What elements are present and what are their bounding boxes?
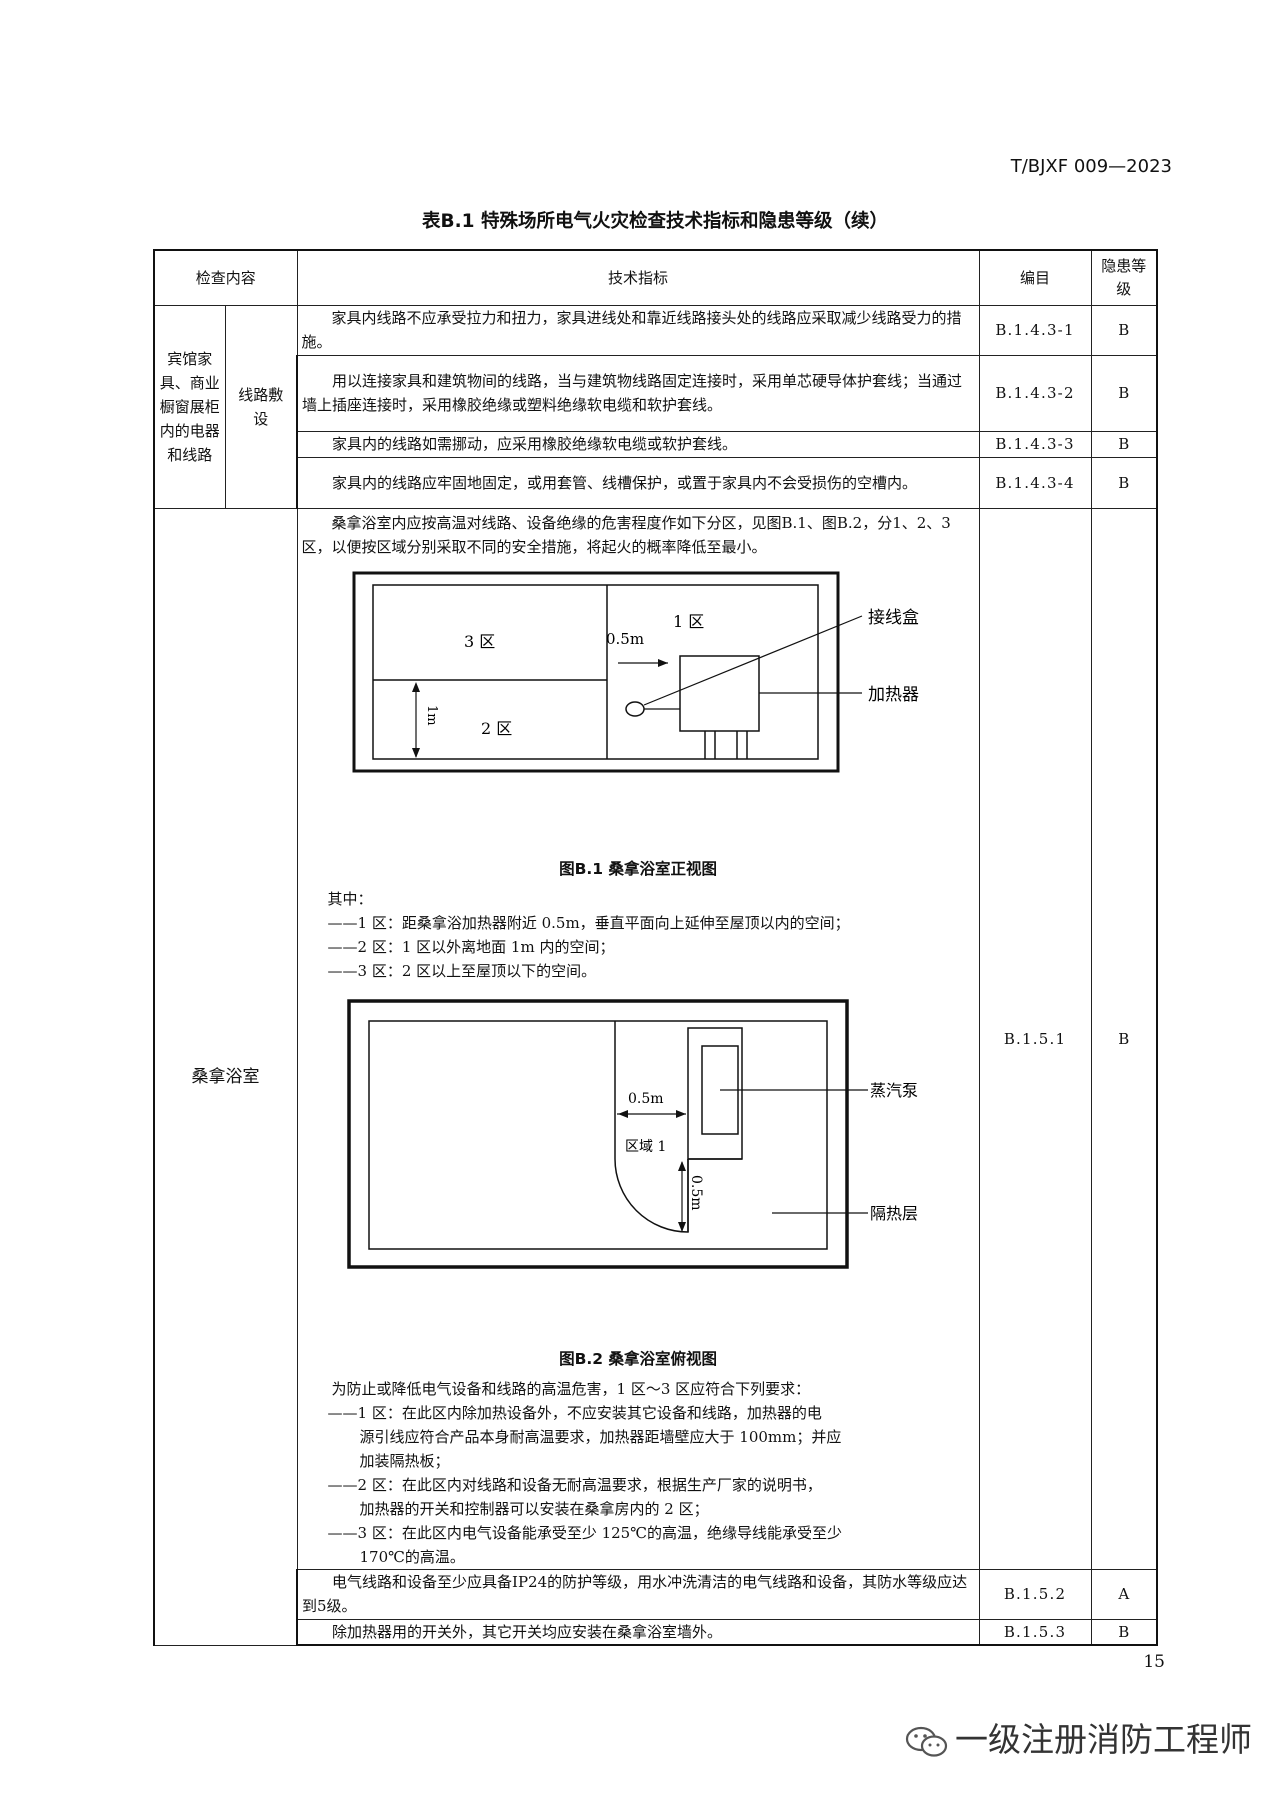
figure-b1: 1m 0.5m 1 区 3 区 2 区 接线盒 xyxy=(302,559,975,851)
subcategory-cell: 线路敷设 xyxy=(224,304,298,509)
table-row: 家具内的线路应牢固地固定，或用套管、线槽保护，或置于家具内不会受损伤的空槽内。 … xyxy=(154,456,1159,509)
page-number: 15 xyxy=(1143,1652,1165,1672)
steam-pump-label: 蒸汽泵 xyxy=(870,1081,918,1100)
col-header-content: 检查内容 xyxy=(152,249,298,306)
figure-b2-caption: 图B.2 桑拿浴室俯视图 xyxy=(559,1349,717,1368)
code-cell: B.1.4.3-3 xyxy=(978,430,1092,458)
indicator-cell: 用以连接家具和建筑物间的线路，当与建筑物线路固定连接时，采用单芯硬导体护套线；当… xyxy=(296,354,980,432)
table-row: 电气线路和设备至少应具备IP24的防护等级，用水冲洗清洁的电气线路和设备，其防水… xyxy=(154,1568,1159,1620)
code-cell: B.1.4.3-1 xyxy=(978,304,1092,356)
code-cell: B.1.4.3-4 xyxy=(978,456,1092,509)
indicator-cell: 家具内的线路应牢固地固定，或用套管、线槽保护，或置于家具内不会受损伤的空槽内。 xyxy=(296,456,980,509)
sauna-front-view-diagram: 1m 0.5m 1 区 3 区 2 区 接线盒 xyxy=(352,571,919,772)
level-cell: B xyxy=(1090,304,1159,356)
height-label: 1m xyxy=(424,705,439,726)
note-item: ——3 区：2 区以上至屋顶以下的空间。 xyxy=(327,961,597,980)
spec-table: 检查内容 技术指标 编目 隐患等级 宾馆家具、商业橱窗展柜内的电器和线路 线路敷… xyxy=(152,249,1159,1646)
figure-b1-caption: 图B.1 桑拿浴室正视图 xyxy=(559,859,717,878)
requirement-line: 加热器的开关和控制器可以安装在桑拿房内的 2 区； xyxy=(359,1499,709,1518)
indicator-cell: 除加热器用的开关外，其它开关均应安装在桑拿浴室墙外。 xyxy=(296,1618,980,1646)
zone3-label: 3 区 xyxy=(464,632,495,651)
indicator-cell: 电气线路和设备至少应具备IP24的防护等级，用水冲洗清洁的电气线路和设备，其防水… xyxy=(296,1568,980,1620)
distance-label: 0.5m xyxy=(606,630,644,648)
requirement-line: ——2 区：在此区内对线路和设备无耐高温要求，根据生产厂家的说明书， xyxy=(327,1475,822,1494)
figure-b2: 0.5m 0.5m 区域 1 蒸汽泵 隔热层 xyxy=(302,983,975,1341)
indicator-cell: 家具内线路不应承受拉力和扭力，家具进线处和靠近线路接头处的线路应采取减少线路受力… xyxy=(296,304,980,356)
heater-label: 加热器 xyxy=(868,685,919,705)
category-cell: 宾馆家具、商业橱窗展柜内的电器和线路 xyxy=(153,304,226,509)
code-cell: B.1.4.3-2 xyxy=(978,354,1092,432)
requirements-intro: 为防止或降低电气设备和线路的高温危害，1 区〜3 区应符合下列要求： xyxy=(331,1379,811,1398)
requirement-line: 170℃的高温。 xyxy=(359,1547,465,1566)
table-row: 除加热器用的开关外，其它开关均应安装在桑拿浴室墙外。 B.1.5.3 B xyxy=(154,1618,1159,1646)
sauna-intro: 桑拿浴室内应按高温对线路、设备绝缘的危害程度作如下分区，见图B.1、图B.2，分… xyxy=(301,513,951,556)
level-cell: B xyxy=(1090,456,1159,509)
level-cell: B xyxy=(1090,507,1159,1570)
sauna-top-view-diagram: 0.5m 0.5m 区域 1 蒸汽泵 隔热层 xyxy=(346,998,918,1269)
watermark-text: 一级注册消防工程师 xyxy=(955,1720,1252,1759)
watermark: 一级注册消防工程师 xyxy=(905,1715,1252,1765)
level-cell: B xyxy=(1090,1618,1159,1646)
zone2-label: 2 区 xyxy=(481,719,512,738)
table-row: 桑拿浴室 桑拿浴室内应按高温对线路、设备绝缘的危害程度作如下分区，见图B.1、图… xyxy=(152,507,1159,1646)
junction-box-label: 接线盒 xyxy=(868,608,919,628)
table-row: 家具内的线路如需挪动，应采用橡胶绝缘软电缆或软护套线。 B.1.4.3-3 B xyxy=(154,430,1159,458)
notes-title: 其中： xyxy=(327,889,373,908)
zone-area-label: 区域 1 xyxy=(625,1139,666,1155)
code-cell: B.1.5.1 xyxy=(978,507,1092,1570)
table-row: 宾馆家具、商业橱窗展柜内的电器和线路 线路敷设 家具内线路不应承受拉力和扭力，家… xyxy=(153,304,1159,509)
note-item: ——1 区：距桑拿浴加热器附近 0.5m，垂直平面向上延伸至屋顶以内的空间； xyxy=(327,913,850,932)
code-cell: B.1.5.2 xyxy=(978,1568,1092,1620)
table-row: 用以连接家具和建筑物间的线路，当与建筑物线路固定连接时，采用单芯硬导体护套线；当… xyxy=(154,354,1159,432)
requirement-line: ——1 区：在此区内除加热设备外，不应安装其它设备和线路，加热器的电 xyxy=(327,1403,822,1422)
requirement-line: ——3 区：在此区内电气设备能承受至少 125℃的高温，绝缘导线能承受至少 xyxy=(327,1523,843,1542)
sauna-indicator-cell: 桑拿浴室内应按高温对线路、设备绝缘的危害程度作如下分区，见图B.1、图B.2，分… xyxy=(296,507,980,1570)
indicator-cell: 家具内的线路如需挪动，应采用橡胶绝缘软电缆或软护套线。 xyxy=(296,430,980,458)
distance-v-label: 0.5m xyxy=(688,1175,704,1211)
requirement-line: 源引线应符合产品本身耐高温要求，加热器距墙壁应大于 100mm；并应 xyxy=(359,1427,842,1446)
note-item: ——2 区：1 区以外离地面 1m 内的空间； xyxy=(327,937,615,956)
sauna-category-cell: 桑拿浴室 xyxy=(152,507,298,1646)
code-cell: B.1.5.3 xyxy=(978,1618,1092,1646)
col-header-code: 编目 xyxy=(978,249,1092,306)
level-cell: A xyxy=(1090,1568,1159,1620)
level-cell: B xyxy=(1090,430,1159,458)
zone1-label: 1 区 xyxy=(673,612,704,631)
requirement-line: 加装隔热板； xyxy=(359,1451,450,1470)
document-code: T/BJXF 009—2023 xyxy=(1010,156,1172,177)
header-row: 检查内容 技术指标 编目 隐患等级 xyxy=(152,249,1159,306)
insulation-label: 隔热层 xyxy=(870,1204,918,1223)
table-title: 表B.1 特殊场所电气火灾检查技术指标和隐患等级（续） xyxy=(422,211,888,232)
level-cell: B xyxy=(1090,354,1159,432)
col-header-indicator: 技术指标 xyxy=(296,249,980,306)
wechat-icon xyxy=(905,1726,948,1757)
distance-h-label: 0.5m xyxy=(628,1091,664,1107)
col-header-level: 隐患等级 xyxy=(1090,249,1159,306)
